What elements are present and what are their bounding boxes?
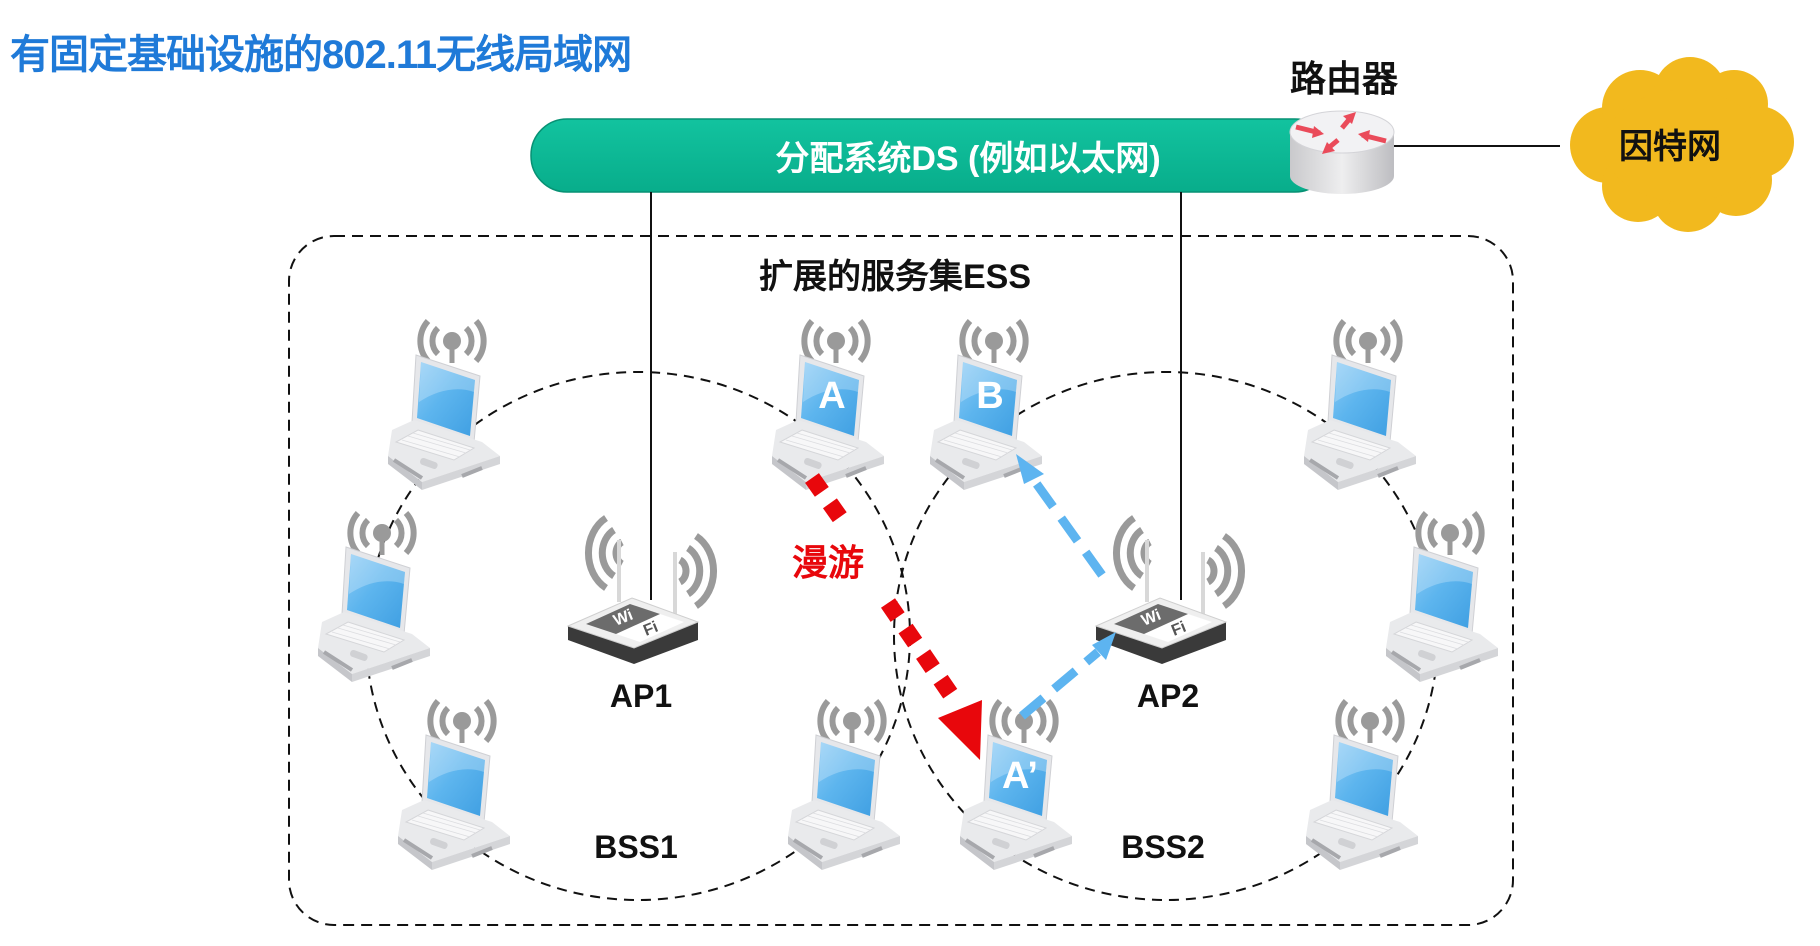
laptop-station[interactable] — [1386, 513, 1498, 682]
internet-cloud: 因特网 — [1570, 57, 1794, 232]
laptop-station[interactable] — [1304, 321, 1416, 490]
laptop-station-b[interactable]: B — [930, 321, 1042, 490]
reassociation-path — [1016, 454, 1116, 720]
roaming-path — [805, 473, 982, 760]
ap1-icon — [568, 518, 714, 664]
station-a-label: A — [818, 375, 845, 417]
ap1-label: AP1 — [610, 678, 672, 714]
laptop-station-a-prime[interactable]: A’ — [960, 701, 1072, 870]
roaming-label: 漫游 — [792, 542, 864, 583]
distribution-system: 分配系统DS (例如以太网) — [530, 118, 1332, 193]
ds-label: 分配系统DS (例如以太网) — [775, 140, 1160, 178]
station-b-label: B — [976, 375, 1003, 417]
bss1-label: BSS1 — [594, 829, 678, 865]
laptop-station[interactable] — [318, 513, 430, 682]
laptop-station[interactable] — [788, 701, 900, 870]
page-title: 有固定基础设施的802.11无线局域网 — [10, 33, 632, 77]
ess-boundary — [288, 235, 1514, 926]
internet-label: 因特网 — [1619, 128, 1721, 166]
bss2-label: BSS2 — [1121, 829, 1205, 865]
station-a-prime-label: A’ — [1002, 755, 1038, 797]
laptop-station[interactable] — [388, 321, 500, 490]
ap2-label: AP2 — [1137, 678, 1199, 714]
laptop-station-a[interactable]: A — [772, 321, 884, 490]
router-icon — [1289, 110, 1395, 194]
router-label: 路由器 — [1290, 58, 1399, 99]
laptop-station[interactable] — [1306, 701, 1418, 870]
roaming-arrowhead — [938, 700, 982, 760]
ess-label: 扩展的服务集ESS — [759, 258, 1031, 296]
ap2-icon — [1096, 518, 1242, 664]
